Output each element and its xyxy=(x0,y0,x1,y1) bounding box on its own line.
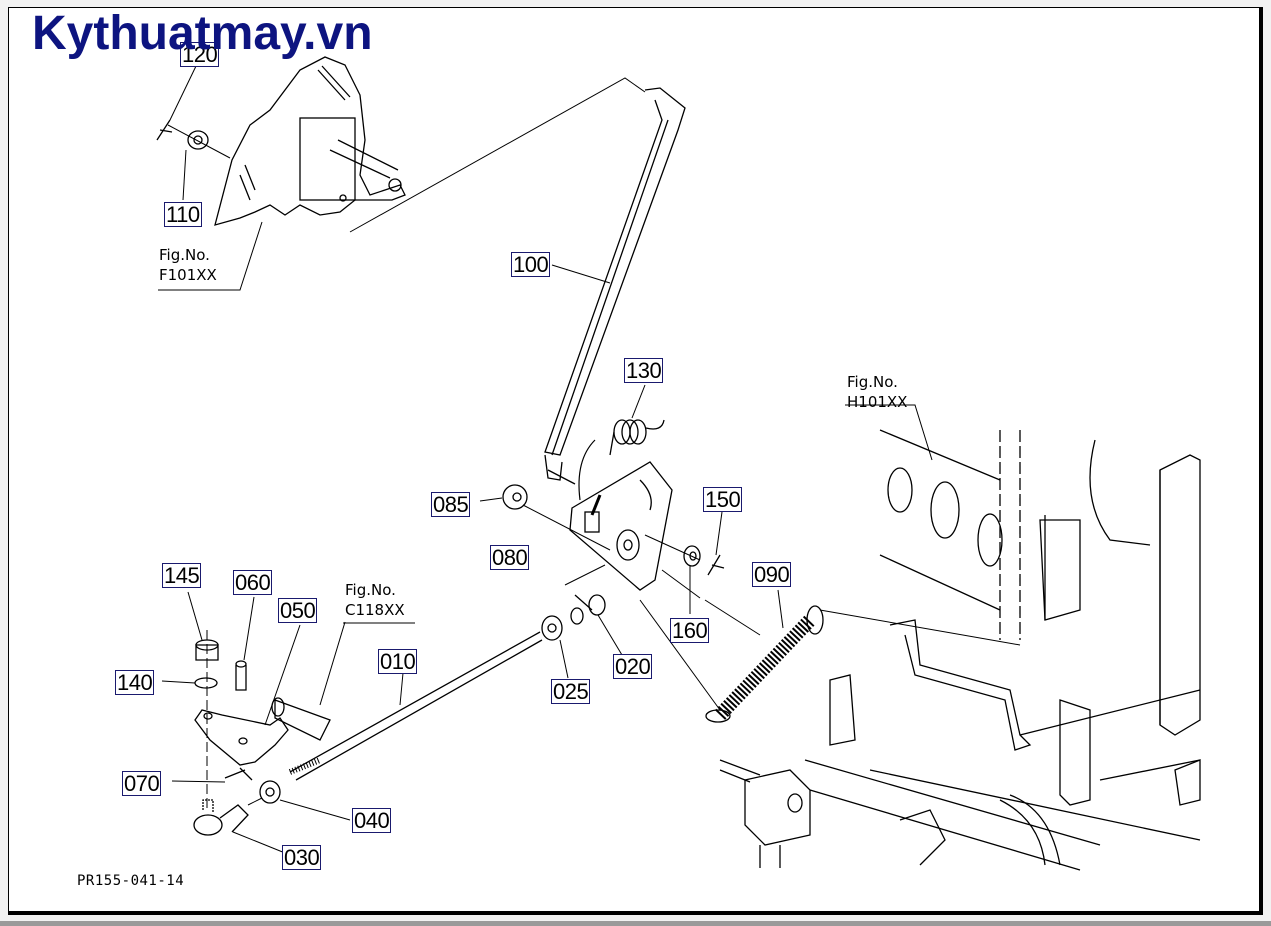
part-callout-040[interactable]: 040 xyxy=(352,808,392,833)
spring-090-drawing xyxy=(639,589,1021,723)
part-callout-085[interactable]: 085 xyxy=(431,492,471,517)
part-callout-120[interactable]: 120 xyxy=(180,42,220,67)
nut-085-drawing xyxy=(479,484,611,551)
part-callout-025[interactable]: 025 xyxy=(551,679,591,704)
part-callout-060[interactable]: 060 xyxy=(233,570,273,595)
bracket-080-drawing xyxy=(569,461,673,591)
bolt-020-drawing xyxy=(564,564,623,656)
clip-150-drawing xyxy=(661,511,761,636)
clip-070-drawing xyxy=(171,767,253,783)
rod-100-drawing xyxy=(544,87,686,485)
diagram-frame xyxy=(8,7,1263,915)
nut-040-drawing xyxy=(247,780,351,821)
part-callout-010[interactable]: 010 xyxy=(378,649,418,674)
part-callout-100[interactable]: 100 xyxy=(511,252,551,277)
washer-140-drawing xyxy=(161,677,218,689)
part-callout-140[interactable]: 140 xyxy=(115,670,155,695)
figure-reference-f101xx: Fig.No. F101XX xyxy=(159,245,217,285)
bracket-plate-f101xx xyxy=(214,56,646,233)
part-callout-145[interactable]: 145 xyxy=(162,563,202,588)
part-callout-030[interactable]: 030 xyxy=(282,845,322,870)
part-callout-020[interactable]: 020 xyxy=(613,654,653,679)
pin-060-drawing xyxy=(235,596,255,691)
nut-025-drawing xyxy=(541,615,569,679)
figure-reference-code: C118XX xyxy=(345,601,405,619)
figure-reference-code: F101XX xyxy=(159,266,217,284)
nut-145-drawing xyxy=(187,591,219,810)
rod-010-drawing xyxy=(288,631,543,781)
pin-c118xx-drawing xyxy=(271,621,346,741)
washer-110-drawing xyxy=(167,124,231,159)
part-callout-150[interactable]: 150 xyxy=(703,487,743,512)
spring-130-drawing xyxy=(578,384,665,501)
part-callout-160[interactable]: 160 xyxy=(670,618,710,643)
figure-reference-code: H101XX xyxy=(847,393,908,411)
clip-120-drawing xyxy=(156,63,198,201)
drawing-code: PR155-041-14 xyxy=(77,873,185,889)
window-bottom-bar xyxy=(0,921,1271,926)
figure-reference-label: Fig.No. xyxy=(159,246,210,264)
part-callout-080[interactable]: 080 xyxy=(490,545,530,570)
figure-reference-label: Fig.No. xyxy=(847,373,898,391)
part-callout-070[interactable]: 070 xyxy=(122,771,162,796)
part-callout-090[interactable]: 090 xyxy=(752,562,792,587)
washer-160-drawing xyxy=(644,534,701,614)
watermark-logo: Kythuatmay.vn xyxy=(32,7,373,60)
part-callout-110[interactable]: 110 xyxy=(164,202,202,227)
tractor-frame-h101xx xyxy=(719,404,1201,871)
figure-reference-c118xx: Fig.No. C118XX xyxy=(345,580,405,620)
part-callout-130[interactable]: 130 xyxy=(624,358,664,383)
lever-050-drawing xyxy=(194,624,301,766)
figure-reference-label: Fig.No. xyxy=(345,581,396,599)
leader-f101xx xyxy=(158,221,263,291)
figure-reference-h101xx: Fig.No. H101XX xyxy=(847,372,907,412)
part-callout-050[interactable]: 050 xyxy=(278,598,318,623)
ball-joint-030-drawing xyxy=(193,799,291,856)
